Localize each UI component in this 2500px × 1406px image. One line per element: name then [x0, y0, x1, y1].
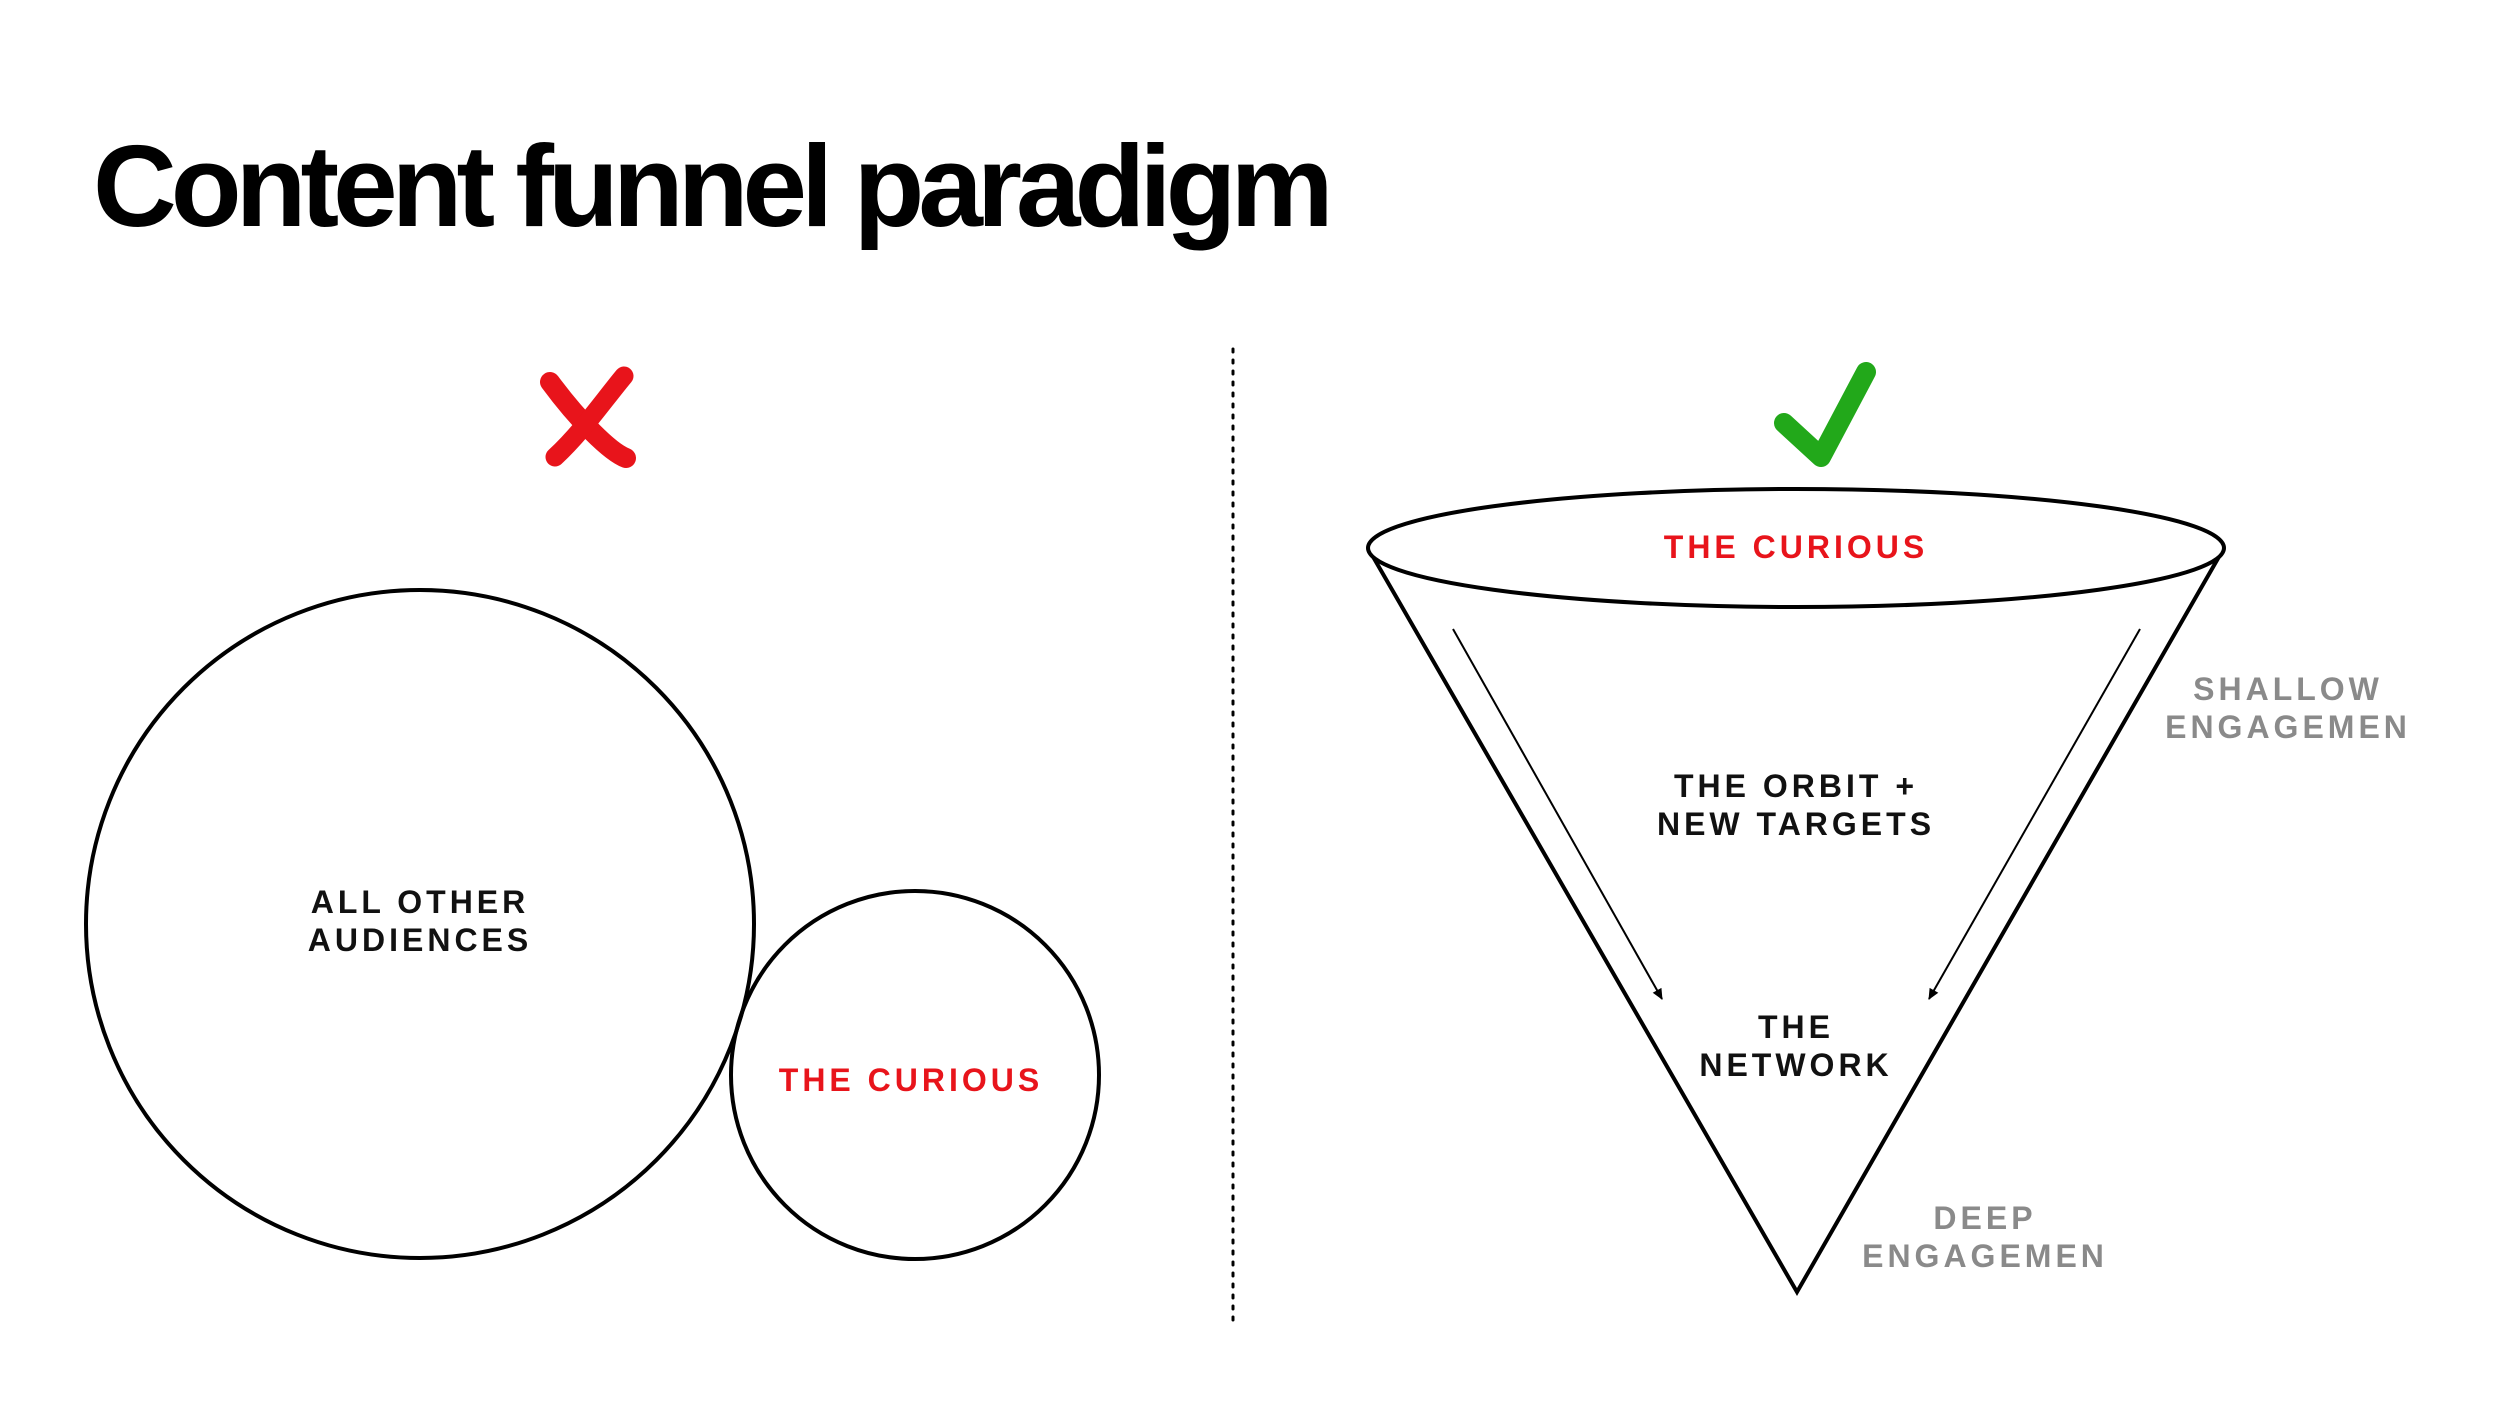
left-flow-arrow — [1452, 628, 1663, 1000]
shallow-engagement-label-line2: ENGAGEMEN — [2165, 709, 2411, 745]
funnel-rim — [1366, 487, 2226, 609]
deep-engagement-label-line1: DEEP — [1933, 1200, 2036, 1236]
check-mark-icon — [1774, 362, 1876, 467]
orbit-label-line2: NEW TARGETS — [1657, 806, 1935, 842]
deep-engagement-label-line2: ENGAGEMEN — [1862, 1238, 2108, 1274]
cross-mark-icon — [540, 366, 636, 468]
all-other-audiences-label-line1: ALL OTHER — [311, 884, 530, 920]
page-title: Content funnel paradigm — [93, 121, 1334, 251]
the-curious-circle-label: THE CURIOUS — [779, 1062, 1043, 1098]
all-other-audiences-label-line2: AUDIENCES — [308, 922, 532, 958]
orbit-label-line1: THE ORBIT + — [1674, 768, 1918, 804]
right-flow-arrow — [1928, 628, 2141, 1000]
shallow-engagement-label-line1: SHALLOW — [2193, 671, 2383, 707]
all-other-audiences-circle — [84, 588, 756, 1260]
funnel-top-label: THE CURIOUS — [1664, 529, 1928, 565]
network-label-line1: THE — [1758, 1009, 1834, 1045]
funnel-cone — [1366, 547, 2226, 1297]
the-curious-circle — [729, 889, 1101, 1261]
network-label-line2: NETWORK — [1699, 1047, 1892, 1083]
